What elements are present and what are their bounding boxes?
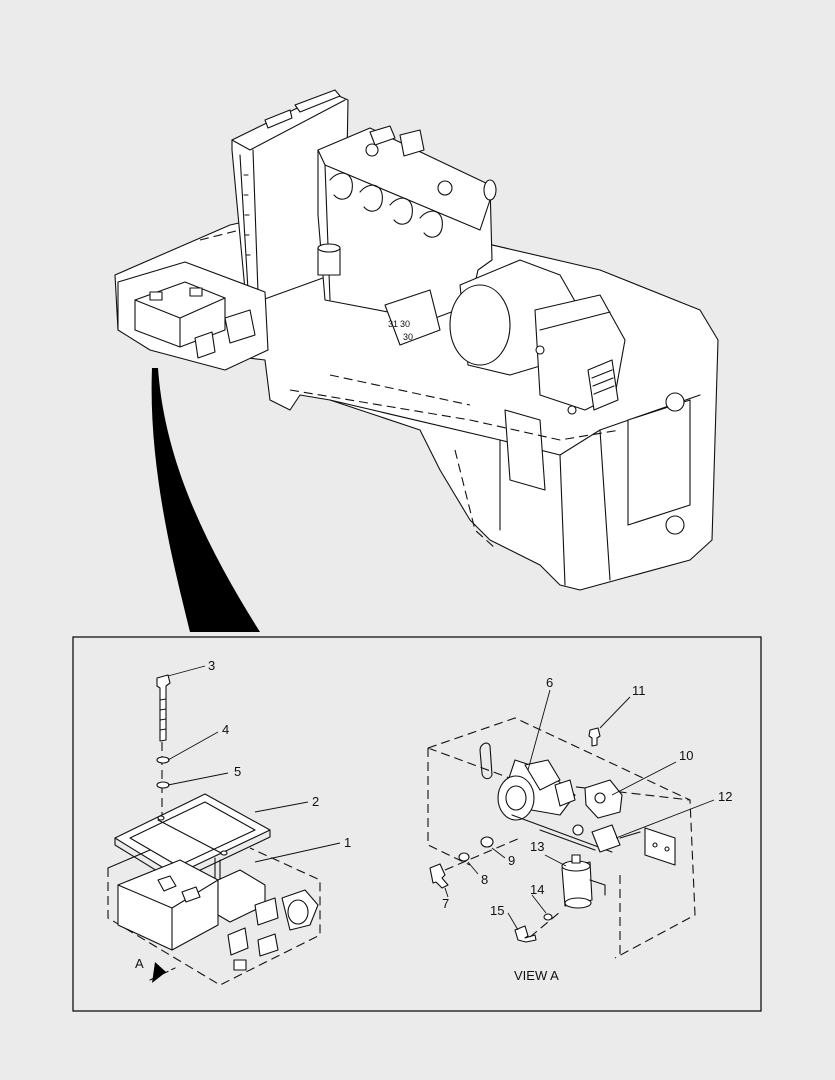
callout-2: 2: [312, 794, 319, 809]
callout-7: 7: [442, 896, 449, 911]
callout-9: 9: [508, 853, 515, 868]
callout-15: 15: [490, 903, 504, 918]
engine-callout-31: 31: [388, 319, 398, 329]
frame-opening: [627, 399, 691, 526]
callout-8: 8: [481, 872, 488, 887]
part-bolt-7: [429, 863, 449, 889]
part-washer-9: [480, 836, 494, 848]
detail-frame: [72, 636, 762, 1012]
part-bolt-15: [514, 925, 537, 943]
engine-callout-30-a: 30: [400, 319, 410, 329]
view-arrow-label: A: [135, 956, 144, 971]
part-washer-8: [458, 852, 470, 862]
detail-callout-swoosh: [151, 368, 260, 632]
callout-5: 5: [234, 764, 241, 779]
part-battery-1: [117, 859, 219, 951]
view-a-arrow: A: [135, 956, 176, 983]
view-a-title: VIEW A: [514, 968, 559, 983]
battery-detail: A: [107, 674, 321, 986]
callout-6: 6: [546, 675, 553, 690]
callout-13: 13: [530, 839, 544, 854]
callout-14: 14: [530, 882, 544, 897]
callout-10: 10: [679, 748, 693, 763]
callout-12: 12: [718, 789, 732, 804]
view-a-detail: [427, 717, 696, 959]
part-washer-5: [156, 781, 170, 789]
side-access-window: [504, 409, 546, 491]
callout-4: 4: [222, 722, 229, 737]
callout-1: 1: [344, 835, 351, 850]
part-screw-11: [588, 727, 601, 747]
callout-11: 11: [632, 683, 646, 698]
part-bolt-3: [156, 674, 171, 742]
part-washer-14: [543, 913, 553, 921]
part-relay-12: [591, 824, 621, 853]
machine-overview: 31 30 30: [114, 89, 719, 591]
part-washer-4: [156, 756, 170, 764]
engine-callout-30-b: 30: [403, 332, 413, 342]
valve-block: [587, 359, 619, 411]
callout-3: 3: [208, 658, 215, 673]
